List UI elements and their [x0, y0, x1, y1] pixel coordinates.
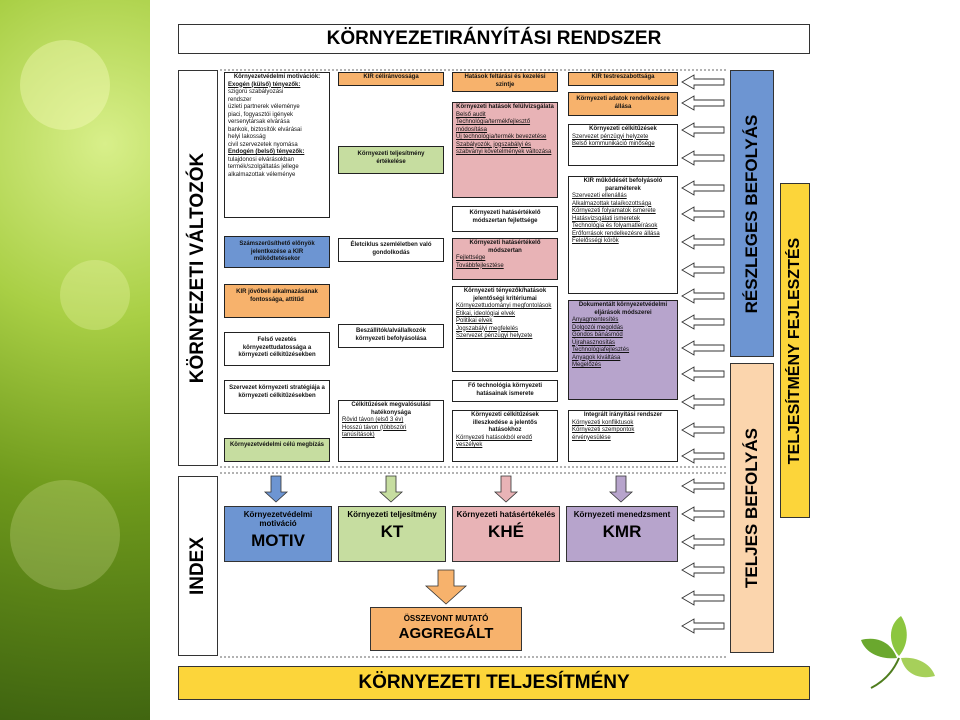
partial-influence-label: RÉSZLEGES BEFOLYÁS: [730, 70, 774, 357]
kir-parameters-box: KIR működését befolyásoló paraméterek Sz…: [568, 176, 678, 294]
left-arrow-icon: [681, 366, 725, 382]
assessment-methodology-box: Környezeti hatásértékelő módszertan Fejl…: [452, 238, 558, 280]
left-arrow-icon: [681, 234, 725, 250]
methodology-development-box: Környezeti hatásértékelő módszertan fejl…: [452, 206, 558, 232]
left-arrow-icon: [681, 262, 725, 278]
aggregate-indicator-box: ÖSSZEVONT MUTATÓ AGGREGÁLT: [370, 607, 522, 651]
significance-criteria-box: Környezeti tényezők/hatások jelentőségi …: [452, 286, 558, 372]
light-spot: [20, 40, 110, 130]
left-arrow-icon: [681, 562, 725, 578]
index-motiv: Környezetvédelmi motiváció MOTIV: [224, 506, 332, 562]
kir-targeting-box: KIR céliránvossága: [338, 72, 444, 86]
documented-procedures-box: Dokumentált környezetvédelmi eljárások m…: [568, 300, 678, 400]
left-arrow-icon: [681, 180, 725, 196]
left-arrow-icon: [681, 590, 725, 606]
environmental-commission-box: Környezetvédelmi célú megbízás: [224, 438, 330, 462]
suppliers-influence-box: Beszállítók/alvállalkozók környezeti bef…: [338, 324, 444, 348]
kir-customization-box: KIR testreszabottsága: [568, 72, 678, 86]
down-arrow-blue: [263, 475, 289, 503]
down-arrow-green: [378, 475, 404, 503]
left-arrow-icon: [681, 74, 725, 90]
objectives-fit-box: Környezeti célkitűzések illeszkedése a j…: [452, 410, 558, 462]
index-khe: Környezeti hatásértékelés KHÉ: [452, 506, 560, 562]
left-arrow-icon: [681, 288, 725, 304]
left-arrow-icon: [681, 314, 725, 330]
left-arrow-icon: [681, 206, 725, 222]
index-kt: Környezeti teljesítmény KT: [338, 506, 446, 562]
down-arrow-orange-large: [424, 569, 468, 605]
down-arrow-purple: [608, 475, 634, 503]
integrated-management-box: Integrált irányítási rendszer Környezeti…: [568, 410, 678, 462]
left-arrow-icon: [681, 340, 725, 356]
environmental-objectives-box: Környezeti célkitűzések Szervezet pénzüg…: [568, 124, 678, 166]
main-technology-impacts-box: Fő technológia környezeti hatásainak ism…: [452, 380, 558, 402]
down-arrow-pink: [493, 475, 519, 503]
left-arrow-icon: [681, 422, 725, 438]
impact-review-box: Környezeti hatások felülvizsgálata Belső…: [452, 102, 558, 198]
lifecycle-thinking-box: Életciklus szemléletben való gondolkodás: [338, 238, 444, 262]
index-kmr: Környezeti menedzsment KMR: [566, 506, 678, 562]
top-management-awareness-box: Felső vezetés környezettudatossága a kör…: [224, 332, 330, 366]
objectives-efficiency-box: Célkitűzések megvalósulási hatékonysága …: [338, 400, 444, 462]
impact-handling-level-box: Hatások feltárási és kezelési szintje: [452, 72, 558, 92]
full-influence-label: TELJES BEFOLYÁS: [730, 363, 774, 653]
left-arrow-icon: [681, 534, 725, 550]
environmental-performance-title: KÖRNYEZETI TELJESÍTMÉNY: [178, 666, 810, 700]
light-spot: [10, 480, 120, 590]
main-title: KÖRNYEZETIRÁNYÍTÁSI RENDSZER: [178, 24, 810, 54]
performance-evaluation-box: Környezeti teljesítmény értékelése: [338, 146, 444, 174]
kir-future-application-box: KIR jövőbeli alkalmazásának fontossága, …: [224, 284, 330, 318]
left-arrow-icon: [681, 122, 725, 138]
left-arrow-icon: [681, 448, 725, 464]
leaf-logo-icon: [861, 616, 935, 689]
left-arrow-icon: [681, 394, 725, 410]
left-arrow-icon: [681, 478, 725, 494]
data-availability-box: Környezeti adatok rendelkezésre állása: [568, 92, 678, 116]
left-arrow-icon: [681, 150, 725, 166]
green-background-panel: [0, 0, 150, 720]
left-arrow-icon: [681, 618, 725, 634]
left-arrow-icon: [681, 506, 725, 522]
left-label-index: INDEX: [178, 476, 218, 656]
quantifiable-benefits-box: Számszerűsíthető előnyök jelentkezése a …: [224, 236, 330, 268]
environmental-motivations-box: Környezetvédelmi motivációk: Exogén (kül…: [224, 72, 330, 218]
organization-strategy-box: Szervezet környezeti stratégiája a körny…: [224, 380, 330, 414]
left-arrow-icon: [681, 95, 725, 111]
light-spot: [60, 260, 130, 330]
left-label-environmental-variables: KÖRNYEZETI VÁLTOZÓK: [178, 70, 218, 466]
performance-development-label: TELJESÍTMÉNY FEJLESZTÉS: [780, 183, 810, 518]
